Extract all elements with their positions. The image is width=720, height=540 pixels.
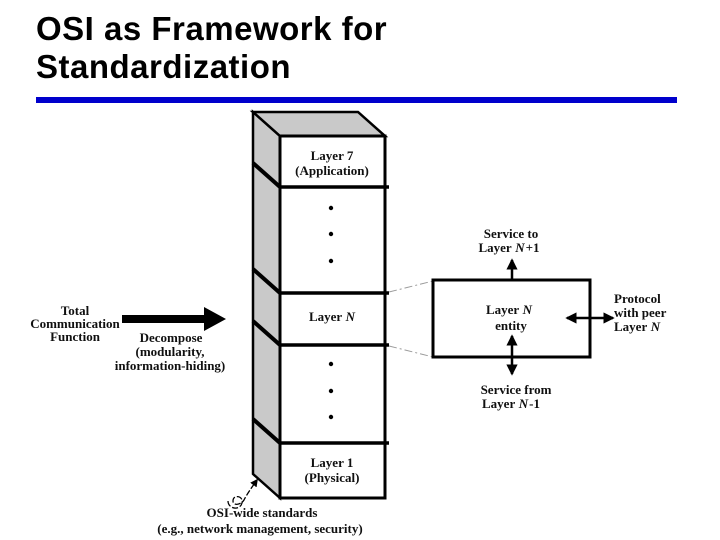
layer-divider-side xyxy=(251,417,282,445)
projection-line-top xyxy=(388,280,434,293)
decompose-annotation: Total Communication Function Decompose (… xyxy=(30,303,226,373)
protocol-line1: Protocol xyxy=(614,291,661,306)
squiggle-arrow xyxy=(227,478,258,509)
decompose-line3: information-hiding) xyxy=(115,358,226,373)
decompose-line2: (modularity, xyxy=(136,344,205,359)
projection-line-bottom xyxy=(388,345,434,358)
layer-divider-side xyxy=(251,161,282,189)
layer7-label: Layer 7 xyxy=(311,148,354,163)
total-comm-line3: Function xyxy=(50,329,101,344)
total-comm-line1: Total xyxy=(61,303,90,318)
ellipsis-dot xyxy=(328,414,334,420)
protocol-line2: with peer xyxy=(614,305,667,320)
layer7-sublabel: (Application) xyxy=(295,163,369,178)
decompose-line1: Decompose xyxy=(140,330,203,345)
osi-wide-standards-annotation: OSI-wide standards (e.g., network manage… xyxy=(157,478,363,536)
decompose-arrow xyxy=(122,307,226,331)
ellipsis-dot xyxy=(328,205,334,211)
service-from-line1: Service from xyxy=(481,382,552,397)
osi-wide-line2: (e.g., network management, security) xyxy=(157,521,362,536)
osi-wide-line1: OSI-wide standards xyxy=(207,505,318,520)
slide-title-line1: OSI as Framework for xyxy=(36,10,388,47)
entity-label-line2: entity xyxy=(495,318,527,333)
ellipsis-dot xyxy=(328,361,334,367)
title-accent-rule xyxy=(36,97,677,103)
layer1-label: Layer 1 xyxy=(311,455,354,470)
slide-title-line2: Standardization xyxy=(36,48,292,85)
ellipsis-dot xyxy=(328,231,334,237)
stack-front-face xyxy=(278,134,387,500)
service-to-line1: Service to xyxy=(484,226,539,241)
ellipsis-dot xyxy=(328,258,334,264)
layer1-sublabel: (Physical) xyxy=(305,470,360,485)
slide-title: OSI as Framework for Standardization xyxy=(36,10,387,86)
layer-divider-side xyxy=(251,319,282,347)
ellipsis-dot xyxy=(328,388,334,394)
total-comm-line2: Communication xyxy=(30,316,120,331)
layer-divider-side xyxy=(251,267,282,295)
